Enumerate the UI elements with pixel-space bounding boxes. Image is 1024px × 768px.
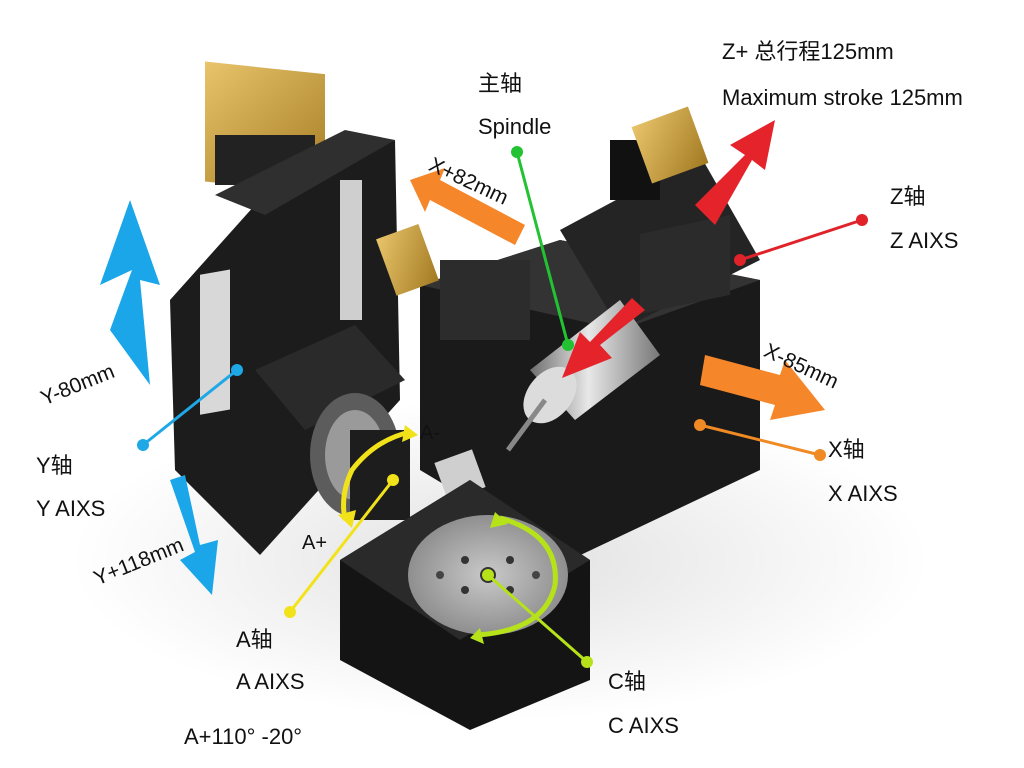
- a-axis-label-en: A AIXS: [236, 668, 305, 697]
- a-axis-label-cn: A轴: [236, 626, 273, 655]
- a-plus-label: A+: [302, 530, 327, 556]
- spindle-label-en: Spindle: [478, 113, 551, 142]
- y-minus-arrow: [100, 200, 160, 385]
- z-stroke-label: Z+ 总行程125mm: [722, 38, 894, 67]
- x-axis-label-cn: X轴: [828, 436, 865, 465]
- z-stroke-label-en: Maximum stroke 125mm: [722, 84, 963, 113]
- c-axis-label-en: C AIXS: [608, 712, 679, 741]
- a-axis-range-label: A+110° -20°: [184, 723, 302, 752]
- y-axis-label-en: Y AIXS: [36, 495, 105, 524]
- spindle-label-cn: 主轴: [478, 70, 522, 99]
- x-axis-label-en: X AIXS: [828, 480, 898, 509]
- z-axis-leader: [740, 220, 862, 260]
- z-axis-label-cn: Z轴: [890, 183, 925, 212]
- y-axis-label-cn: Y轴: [36, 452, 73, 481]
- a-minus-label: A-: [420, 420, 440, 446]
- c-axis-label-cn: C轴: [608, 668, 646, 697]
- z-axis-label-en: Z AIXS: [890, 227, 958, 256]
